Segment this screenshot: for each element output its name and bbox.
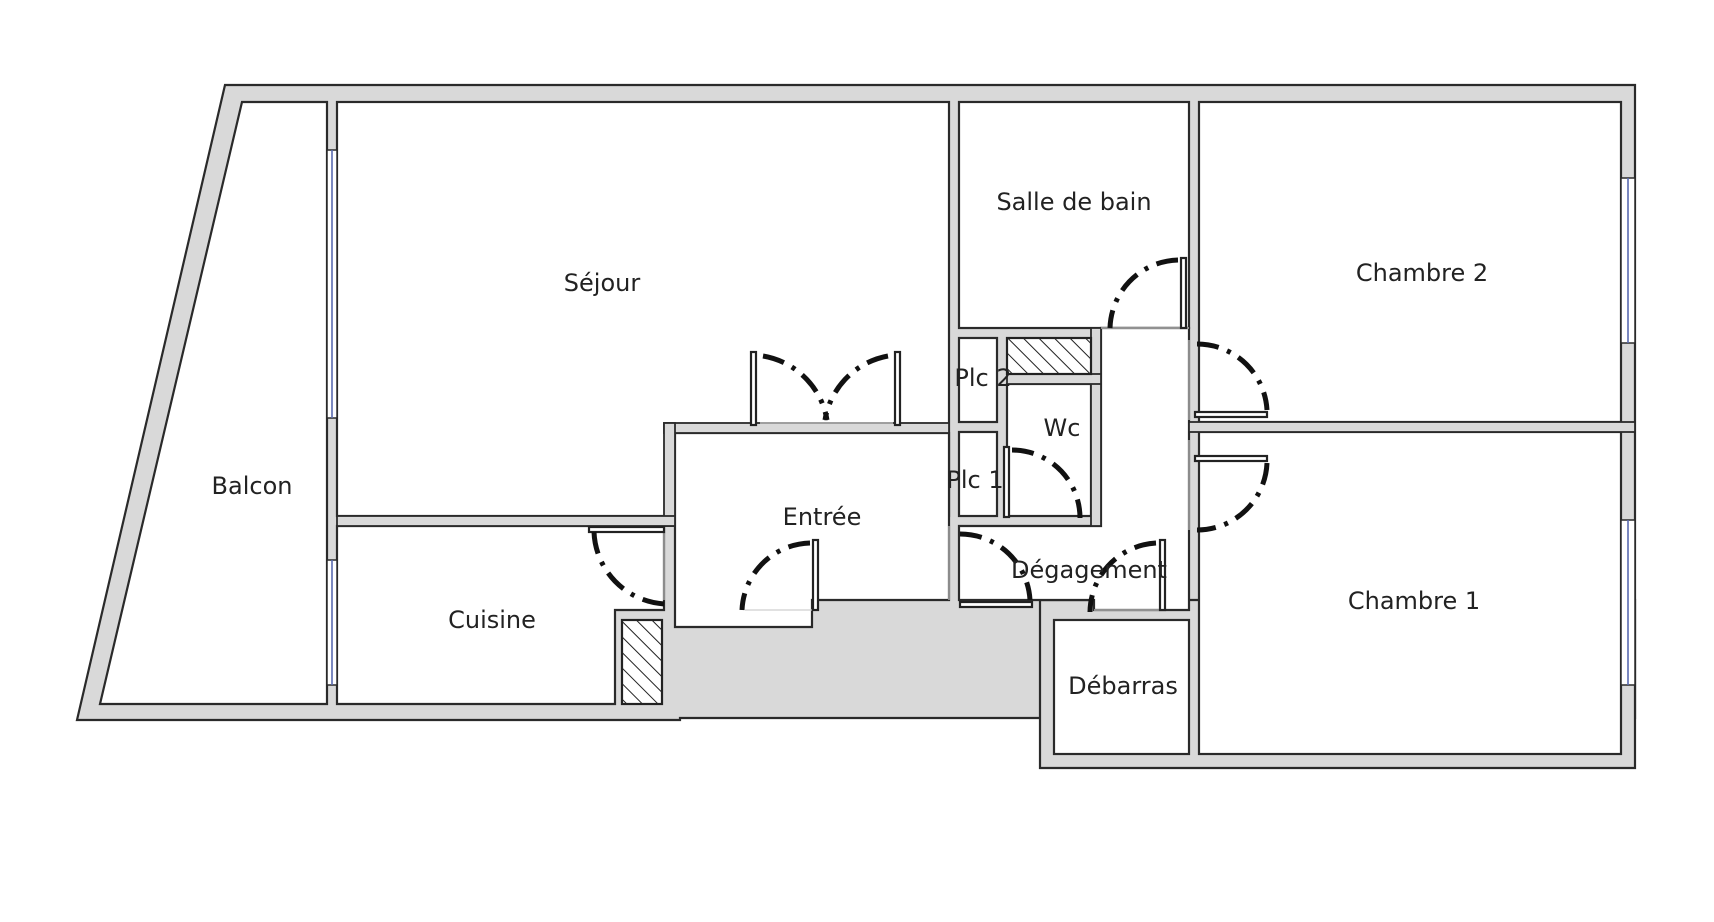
label-debarras: Débarras: [1068, 672, 1178, 700]
door-leaf-entree: [811, 538, 820, 612]
swing-sejour-right: [822, 353, 889, 421]
door-leaf-chambre-1: [1193, 454, 1269, 463]
door-leaf-cuisine: [587, 525, 666, 534]
swing-debarras-2: [1087, 540, 1157, 613]
door-leaves: [587, 256, 1269, 612]
label-salle-de-bain: Salle de bain: [996, 188, 1151, 216]
label-wc: Wc: [1044, 414, 1081, 442]
door-leaf-sejour-left: [749, 350, 758, 427]
room-salle-de-bain: [957, 100, 1191, 330]
partition-degagement-wc: [1090, 327, 1102, 527]
room-chambre-1: [1197, 430, 1623, 756]
partition-sejour-entree: [663, 422, 950, 434]
label-cuisine: Cuisine: [448, 606, 536, 634]
swing-entree: [739, 540, 811, 611]
partitions: [336, 327, 1636, 527]
room-plc-1: [957, 430, 999, 518]
door-leaf-chambre-2: [1193, 410, 1269, 419]
door-leaf-debarras-2: [1158, 538, 1167, 612]
room-debarras: [1052, 618, 1191, 756]
duct-wc: [1005, 336, 1093, 376]
swing-chambre-1: [1196, 462, 1270, 533]
ducts: [620, 336, 1093, 706]
swing-plc1: [1011, 447, 1083, 519]
door-leaf-sejour-right: [893, 350, 902, 427]
windows: [326, 149, 1636, 686]
label-entree: Entrée: [783, 503, 862, 531]
partition-sejour-cuisine: [336, 515, 676, 527]
label-plc-2: Plc 2: [954, 364, 1011, 392]
room-balcon: [98, 100, 329, 706]
swing-cuisine: [591, 531, 666, 607]
door-leaf-sdb: [1179, 256, 1188, 330]
partition-entree-stub-left: [663, 422, 676, 527]
label-plc-1: Plc 1: [946, 466, 1003, 494]
room-interiors: [98, 100, 1623, 756]
partition-cabinet-top: [1006, 373, 1102, 385]
room-plc-2: [957, 336, 999, 424]
door-leaf-plc1: [1002, 445, 1011, 519]
partition-chambres: [1188, 421, 1636, 433]
room-labels: Balcon Séjour Salle de bain Chambre 2 Pl…: [212, 188, 1489, 700]
label-chambre-1: Chambre 1: [1348, 587, 1480, 615]
door-leaf-debarras: [958, 600, 1034, 609]
room-chambre-2: [1197, 100, 1623, 424]
label-balcon: Balcon: [212, 472, 293, 500]
label-sejour: Séjour: [564, 269, 641, 297]
swing-chambre-2: [1196, 341, 1270, 411]
label-degagement: Dégagement: [1011, 556, 1167, 584]
swing-sejour-left: [762, 353, 830, 421]
duct-cuisine: [620, 618, 664, 706]
swing-sdb: [1107, 257, 1179, 329]
label-chambre-2: Chambre 2: [1356, 259, 1488, 287]
openings: [663, 327, 1190, 611]
swing-debarras: [959, 531, 1033, 601]
door-swings: [591, 257, 1270, 613]
